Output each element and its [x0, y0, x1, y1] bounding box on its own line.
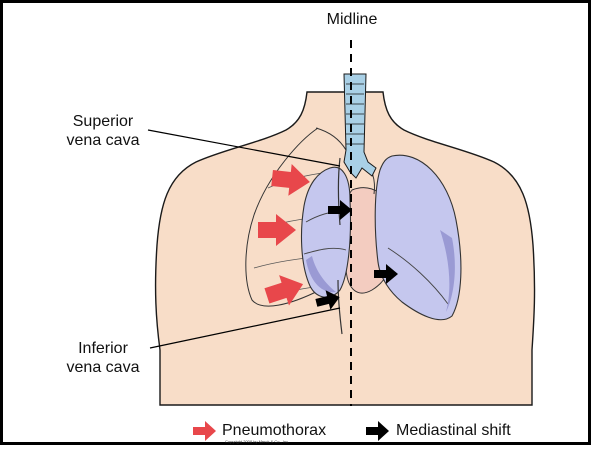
ivc-label-line1: Inferior	[58, 339, 148, 358]
midline-label: Midline	[312, 10, 392, 29]
legend-mediastinal-shift-label: Mediastinal shift	[396, 422, 511, 440]
ivc-label-line2: vena cava	[58, 358, 148, 377]
svc-label: Superior vena cava	[58, 112, 148, 150]
legend-mediastinal-shift-swatch	[366, 421, 389, 441]
svc-label-line1: Superior	[58, 112, 148, 131]
legend-pneumothorax-label: Pneumothorax	[222, 422, 326, 440]
legend-pneumothorax-swatch	[193, 421, 216, 441]
copyright-text: Copyright 2008 by Merck & Co., Inc.	[225, 439, 289, 444]
ivc-label: Inferior vena cava	[58, 339, 148, 377]
svc-label-line2: vena cava	[58, 131, 148, 150]
